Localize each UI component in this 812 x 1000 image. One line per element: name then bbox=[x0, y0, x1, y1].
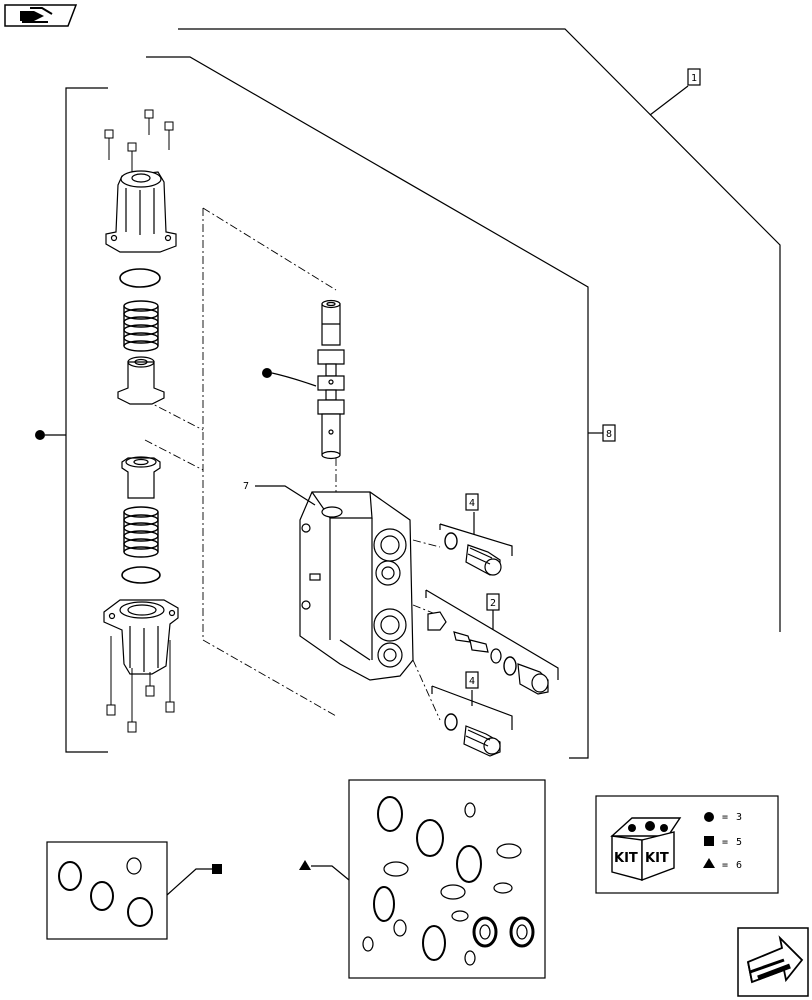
assembly-leader-lines bbox=[65, 28, 781, 759]
relief-valve-group bbox=[425, 589, 559, 695]
seal-kit-square[interactable] bbox=[46, 841, 222, 940]
callout-8[interactable]: 8 bbox=[602, 424, 616, 442]
callout-4-upper[interactable]: 4 bbox=[465, 493, 479, 511]
cap-bolt bbox=[106, 636, 175, 733]
legend-square-icon bbox=[704, 836, 714, 846]
kit-label-right: KIT bbox=[645, 851, 669, 866]
callout-1-label: 1 bbox=[691, 73, 697, 84]
spool-kit-marker bbox=[262, 368, 317, 387]
spring-upper bbox=[123, 300, 159, 352]
legend-eq-3: = bbox=[722, 860, 728, 871]
callout-8-label: 8 bbox=[606, 429, 612, 440]
legend-value-square: 5 bbox=[736, 837, 742, 848]
cap-bolt bbox=[104, 109, 174, 172]
callout-4-upper-label: 4 bbox=[469, 498, 475, 509]
next-page-arrow-icon[interactable] bbox=[737, 927, 809, 997]
legend-eq-2: = bbox=[722, 837, 728, 848]
catalog-nav-icon[interactable] bbox=[4, 4, 78, 27]
plug-group-upper bbox=[439, 512, 513, 576]
kit-circle-marker-left bbox=[35, 430, 45, 440]
kit-triangle-marker bbox=[299, 860, 311, 870]
lower-cap-assembly bbox=[103, 599, 179, 733]
callout-4-lower[interactable]: 4 bbox=[465, 671, 479, 689]
upper-cap-assembly bbox=[104, 109, 177, 253]
alignment-dashdot-lines bbox=[144, 207, 441, 721]
callout-7[interactable]: 7 bbox=[243, 481, 316, 506]
kit-box-icon: KIT KIT bbox=[610, 817, 682, 882]
valve-body bbox=[299, 491, 414, 681]
o-ring-lower bbox=[121, 566, 161, 584]
plug-group-lower bbox=[431, 685, 513, 757]
legend-eq-1: = bbox=[722, 812, 728, 823]
legend-value-circle: 3 bbox=[736, 812, 742, 823]
legend-circle-icon bbox=[704, 812, 714, 822]
seal-kit-triangle[interactable] bbox=[299, 779, 546, 979]
callout-2[interactable]: 2 bbox=[486, 593, 500, 611]
kit-label-left: KIT bbox=[614, 851, 638, 866]
o-ring-upper bbox=[119, 268, 161, 288]
spring-lower bbox=[123, 506, 159, 558]
legend-value-triangle: 6 bbox=[736, 860, 742, 871]
valve-spool bbox=[317, 299, 345, 460]
callout-7-label: 7 bbox=[243, 481, 249, 492]
kit-legend: KIT KIT = 3 = 5 = 6 bbox=[595, 795, 779, 894]
spring-seat-lower bbox=[121, 456, 161, 499]
legend-triangle-icon bbox=[703, 858, 715, 868]
callout-2-label: 2 bbox=[490, 598, 496, 609]
kit-square-marker bbox=[212, 864, 222, 874]
callout-4-lower-label: 4 bbox=[469, 676, 475, 687]
callout-1[interactable]: 1 bbox=[687, 68, 701, 86]
spring-seat-upper bbox=[117, 356, 165, 405]
